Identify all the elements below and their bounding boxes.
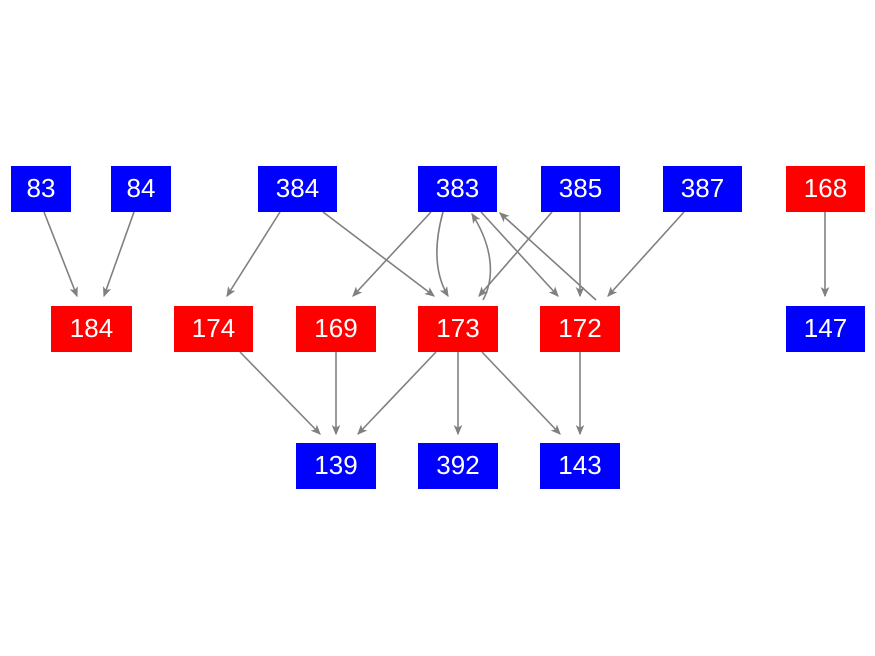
edge-84-to-184: [102, 211, 135, 298]
graph-node-83[interactable]: 83: [11, 166, 71, 212]
edge-172-to-383: [499, 212, 597, 301]
graph-node-392[interactable]: 392: [418, 443, 498, 489]
graph-node-168[interactable]: 168: [786, 166, 865, 212]
graph-node-label: 172: [558, 313, 602, 343]
graph-node-label: 385: [558, 173, 603, 203]
graph-node-label: 383: [435, 173, 480, 203]
graph-node-label: 184: [69, 313, 114, 343]
graph-node-172[interactable]: 172: [540, 306, 620, 352]
graph-node-173[interactable]: 173: [418, 306, 498, 352]
graph-node-174[interactable]: 174: [174, 306, 253, 352]
graph-node-label: 83: [26, 173, 56, 203]
graph-node-387[interactable]: 387: [663, 166, 742, 212]
graph-node-label: 387: [680, 173, 725, 203]
graph-node-184[interactable]: 184: [51, 306, 132, 352]
graph-node-label: 174: [191, 313, 236, 343]
edge-83-to-184: [43, 211, 78, 298]
edge-383-to-172: [480, 211, 559, 297]
edge-383-to-169: [352, 211, 432, 297]
graph-node-label: 139: [314, 450, 358, 480]
graph-node-385[interactable]: 385: [541, 166, 620, 212]
graph-node-label: 169: [314, 313, 358, 343]
graph-node-139[interactable]: 139: [296, 443, 376, 489]
graph-node-label: 84: [126, 173, 156, 203]
graph-node-label: 147: [803, 313, 848, 343]
graph-node-383[interactable]: 383: [418, 166, 497, 212]
edge-387-to-172: [607, 211, 685, 297]
graph-node-384[interactable]: 384: [258, 166, 337, 212]
graph-node-label: 143: [558, 450, 602, 480]
graph-node-label: 173: [436, 313, 480, 343]
graph-node-label: 168: [803, 173, 848, 203]
edge-173-to-383: [471, 212, 492, 301]
edge-383-to-173: [436, 211, 449, 298]
edge-173-to-139: [357, 351, 437, 435]
edge-173-to-143: [481, 351, 561, 435]
edge-174-to-139: [239, 351, 321, 435]
graph-node-143[interactable]: 143: [540, 443, 620, 489]
graph-node-label: 384: [275, 173, 320, 203]
edge-384-to-173: [322, 211, 436, 297]
graph-node-169[interactable]: 169: [296, 306, 376, 352]
graph-node-147[interactable]: 147: [786, 306, 865, 352]
edge-385-to-173: [478, 211, 553, 297]
edge-384-to-174: [226, 211, 281, 298]
graph-node-label: 392: [436, 450, 480, 480]
graph-node-84[interactable]: 84: [111, 166, 171, 212]
